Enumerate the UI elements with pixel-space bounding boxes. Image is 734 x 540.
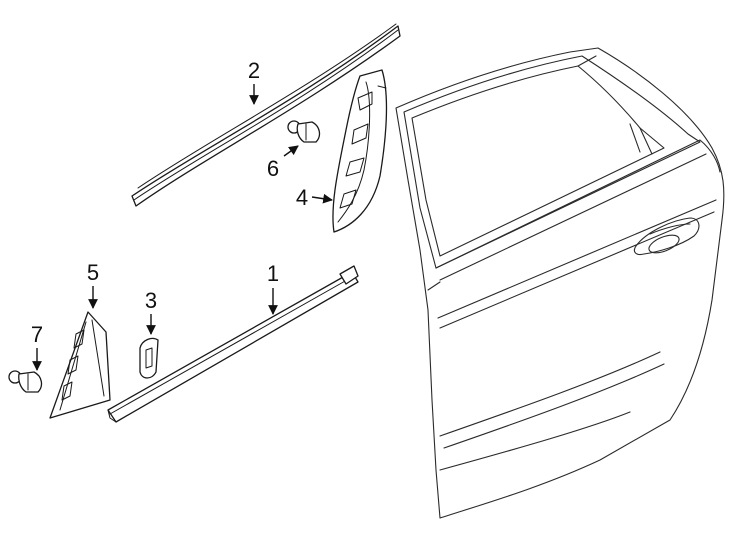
- part-1-door-molding: [107, 265, 359, 423]
- part-6-clip: [287, 120, 321, 143]
- callout-6: 6: [267, 156, 279, 181]
- rear-door: [395, 47, 725, 519]
- part-3-end-cap: [139, 337, 159, 379]
- leader-6: [283, 145, 299, 157]
- part-2-upper-trim-strip: [131, 23, 401, 207]
- leader-lines: [32, 84, 333, 371]
- callout-4: 4: [296, 185, 308, 210]
- callout-5: 5: [87, 260, 99, 285]
- callout-1: 1: [267, 261, 279, 286]
- part-4-pillar-trim: [332, 69, 388, 233]
- leader-4: [311, 193, 333, 204]
- callout-2: 2: [248, 58, 260, 83]
- callout-3: 3: [145, 288, 157, 313]
- part-5-triangle-trim: [49, 311, 111, 419]
- callout-7: 7: [31, 322, 43, 347]
- callout-labels: 2 6 4 1 3 5 7: [31, 58, 308, 347]
- part-7-clip: [8, 370, 43, 393]
